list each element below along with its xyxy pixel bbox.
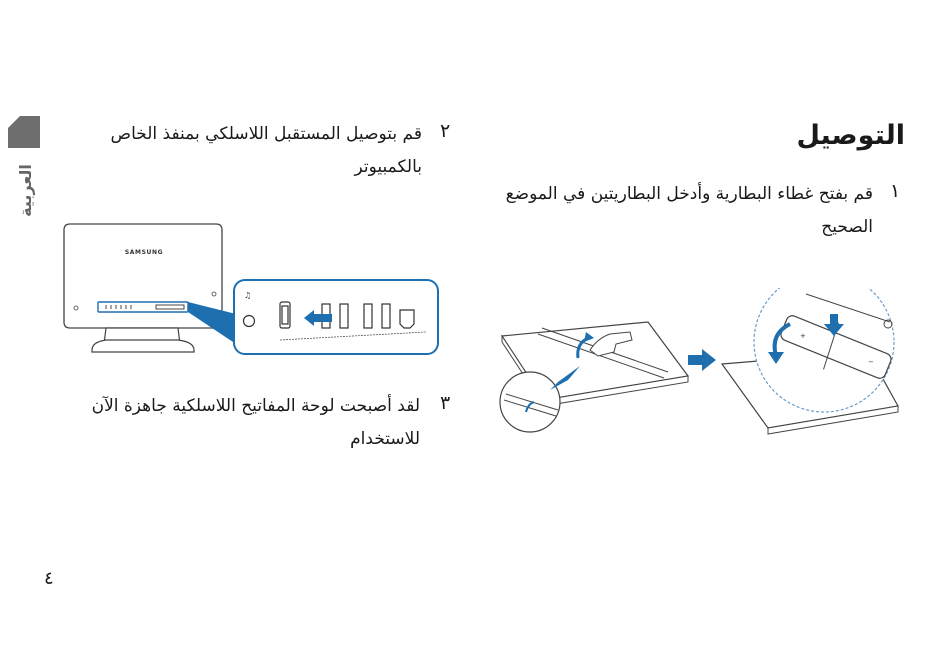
svg-text:−: − [868,358,874,366]
keyboard-open-cover-illustration [498,300,698,442]
step-1-text: قم بفتح غطاء البطارية وأدخل البطاريتين ف… [495,178,873,244]
svg-text:+: + [800,332,806,340]
computer-brand-label: SAMSUNG [125,249,163,256]
step-2-text: قم بتوصيل المستقبل اللاسلكي بمنفذ الخاص … [80,118,422,184]
step-3-text: لقد أصبحت لوحة المفاتيح اللاسلكية جاهزة … [88,390,420,456]
step-1-number: ١ [890,180,900,202]
page-number: ٤ [44,568,54,589]
language-tab-marker [8,116,40,148]
computer-port-illustration: SAMSUNG ♫ [58,218,443,360]
right-arrow-icon [686,348,718,372]
step-3-number: ٣ [440,392,450,414]
section-title: التوصيل [700,120,905,151]
step-2-number: ٢ [440,120,450,142]
keyboard-batteries-inserted-illustration: + − [718,288,900,438]
language-tab-label: العربية [2,150,48,230]
svg-text:♫: ♫ [244,291,251,300]
